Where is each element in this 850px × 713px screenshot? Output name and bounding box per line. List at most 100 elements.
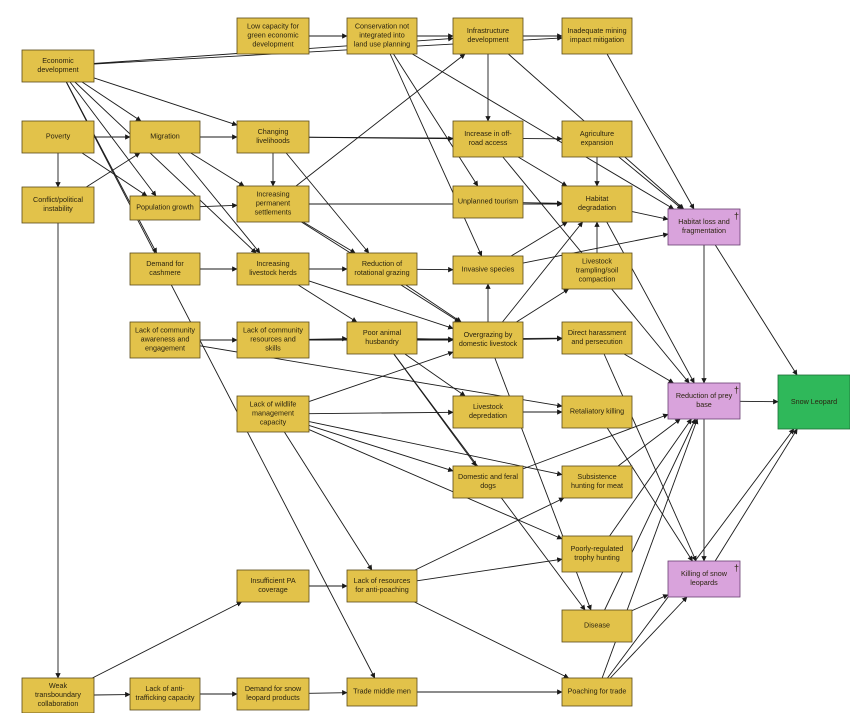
edge-transb-to-antitraff: [93, 691, 131, 698]
node-label-line: livelihoods: [256, 136, 290, 145]
edge-habdeg-to-habloss: [631, 211, 669, 221]
node-box: [236, 185, 310, 223]
node-label-line: Conservation not: [355, 22, 409, 31]
node-box: [21, 120, 95, 154]
edge-overgraz-to-habdeg: [502, 221, 583, 323]
node-label-line: green economic: [247, 31, 299, 40]
node-label-line: Demand for: [146, 259, 184, 268]
node-label-line: Poorly-regulated: [571, 544, 624, 553]
edge-harass-to-killing: [603, 353, 697, 562]
node-label-line: engagement: [145, 343, 185, 352]
edge-overgraz-to-trampling: [516, 288, 570, 323]
node-label-line: land use planning: [354, 39, 410, 48]
edge-changing-to-rotgraz: [285, 152, 370, 254]
edge-conserv-to-invasive: [389, 53, 483, 257]
node-label-line: permanent: [256, 199, 290, 208]
edge-migration-to-settle: [190, 152, 245, 187]
edge-conflict-to-migration: [86, 152, 141, 188]
node-label-line: dogs: [480, 481, 496, 490]
node-label-line: capacity: [260, 417, 287, 426]
nodes-layer: Economic development Low capacity forgreen…: [21, 17, 850, 713]
node-disease: Disease: [561, 609, 633, 643]
node-label-line: compaction: [579, 274, 616, 283]
node-box: [236, 17, 310, 55]
node-label-line: awareness and: [141, 335, 190, 344]
edges-layer: [55, 33, 798, 698]
node-box: [561, 17, 633, 55]
node-label-line: Infrastructure: [467, 26, 509, 35]
node-box: [236, 321, 310, 359]
node-label-line: trafficking capacity: [136, 693, 195, 702]
node-label-line: development: [467, 35, 508, 44]
node-tourism: Unplanned tourism: [452, 185, 524, 219]
edge-rotgraz-to-overgraz: [405, 284, 462, 323]
edge-subsist-to-prey: [617, 418, 681, 467]
edge-antipoach-to-subsist: [414, 497, 565, 571]
node-label-line: Low capacity for: [247, 22, 300, 31]
node-label-line: Poverty: [46, 132, 71, 141]
node-box: [346, 569, 418, 603]
node-label-line: instability: [43, 204, 73, 213]
node-label-line: Reduction of: [362, 259, 402, 268]
node-box: [346, 321, 418, 355]
node-label-line: Population growth: [136, 203, 194, 212]
edge-herds-to-overgraz: [308, 280, 454, 330]
node-label-line: Invasive species: [462, 265, 515, 274]
edge-inadeq-to-habloss: [606, 53, 695, 210]
node-poverty: Poverty: [21, 120, 95, 154]
node-label-line: Economic: [42, 56, 74, 65]
edge-husbandry-to-depred: [404, 353, 466, 397]
edge-overgraz-to-harass: [522, 336, 563, 342]
node-box: [236, 252, 310, 286]
node-label-line: Domestic and feral: [458, 472, 518, 481]
edge-wildlife-to-subsist: [308, 421, 563, 477]
node-label-line: fragmentation: [682, 226, 726, 235]
node-box: [21, 186, 95, 224]
edge-demandsl-to-middlemen: [308, 690, 348, 696]
edge-habloss-to-snowleopard: [714, 244, 798, 376]
node-label-line: settlements: [255, 207, 292, 216]
node-label-line: trampling/soil: [576, 266, 619, 275]
node-label-line: husbandry: [365, 337, 399, 346]
node-label-line: Weak: [49, 681, 68, 690]
node-label-line: Trade middle men: [353, 687, 411, 696]
edge-settle-to-rotgraz: [302, 221, 356, 254]
node-offroad: Increase in off-road access: [452, 120, 524, 158]
edge-settle-to-infra: [295, 53, 466, 187]
node-label-line: Retaliatory killing: [570, 407, 624, 416]
node-label-line: and persecution: [571, 337, 622, 346]
node-label-line: Increasing: [256, 259, 289, 268]
node-box: [236, 120, 310, 154]
edge-wildlife-to-dogs: [308, 424, 454, 473]
node-label-line: depredation: [469, 411, 507, 420]
node-box: [777, 374, 850, 430]
node-label-line: Killing of snow: [681, 569, 728, 578]
node-label-line: Livestock: [582, 257, 612, 266]
node-label-line: leopard products: [246, 693, 300, 702]
node-box: [561, 120, 633, 158]
node-label-line: rotational grazing: [354, 268, 409, 277]
edge-offroad-to-habdeg: [517, 156, 568, 187]
node-label-line: Demand for snow: [245, 684, 302, 693]
node-label-line: degradation: [578, 203, 616, 212]
edge-trophy-to-prey: [609, 418, 692, 537]
node-label-line: Lack of wildlife: [250, 400, 297, 409]
node-box: [452, 255, 524, 285]
node-box: [561, 321, 633, 355]
